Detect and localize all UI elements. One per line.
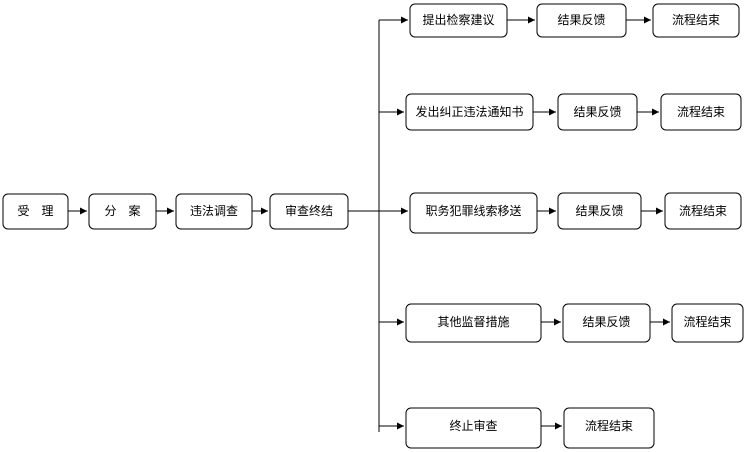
node-b2-action-label: 发出纠正违法通知书 <box>415 104 523 119</box>
node-b4-feedback: 结果反馈 <box>562 303 651 343</box>
node-b2-end: 流程结束 <box>660 93 742 131</box>
node-b3-feedback-label: 结果反馈 <box>575 204 623 218</box>
node-b1-end: 流程结束 <box>652 3 740 38</box>
node-investigate: 违法调查 <box>175 193 253 230</box>
main-chain-edges <box>68 20 380 432</box>
node-b4-end: 流程结束 <box>671 303 744 343</box>
node-accept: 受 理 <box>2 193 69 230</box>
node-b5-end-label: 流程结束 <box>585 418 633 433</box>
node-b5-end: 流程结束 <box>563 407 655 449</box>
node-review-end-label: 审查终结 <box>285 203 333 218</box>
node-b1-action-label: 提出检察建议 <box>422 12 494 27</box>
node-b1-end-label: 流程结束 <box>672 12 720 27</box>
node-b1-feedback: 结果反馈 <box>536 3 627 38</box>
branch-edges <box>379 16 670 430</box>
node-b2-feedback-label: 结果反馈 <box>573 105 621 119</box>
node-b5-action-label: 终止审查 <box>449 418 497 433</box>
node-b3-feedback: 结果反馈 <box>557 192 642 230</box>
node-b3-end-label: 流程结束 <box>679 203 727 218</box>
node-b3-action-label: 职务犯罪线索移送 <box>425 203 521 218</box>
node-b2-end-label: 流程结束 <box>677 104 725 119</box>
node-b3-end: 流程结束 <box>664 192 742 230</box>
node-b4-feedback-label: 结果反馈 <box>582 315 630 329</box>
node-b2-feedback: 结果反馈 <box>557 93 638 131</box>
node-b4-action-label: 其他监督措施 <box>437 314 509 329</box>
node-accept-label: 受 理 <box>17 204 53 218</box>
node-b5-action: 终止审查 <box>405 407 542 449</box>
node-b2-action: 发出纠正违法通知书 <box>405 93 534 131</box>
node-b4-end-label: 流程结束 <box>683 314 731 329</box>
node-b3-action: 职务犯罪线索移送 <box>409 192 538 234</box>
node-b1-feedback-label: 结果反馈 <box>557 13 605 27</box>
node-assign-label: 分 案 <box>104 203 140 218</box>
node-investigate-label: 违法调查 <box>190 204 238 218</box>
node-assign: 分 案 <box>88 193 157 230</box>
node-b4-action: 其他监督措施 <box>405 303 542 343</box>
node-review-end: 审查终结 <box>269 193 349 230</box>
node-b1-action: 提出检察建议 <box>409 3 508 38</box>
